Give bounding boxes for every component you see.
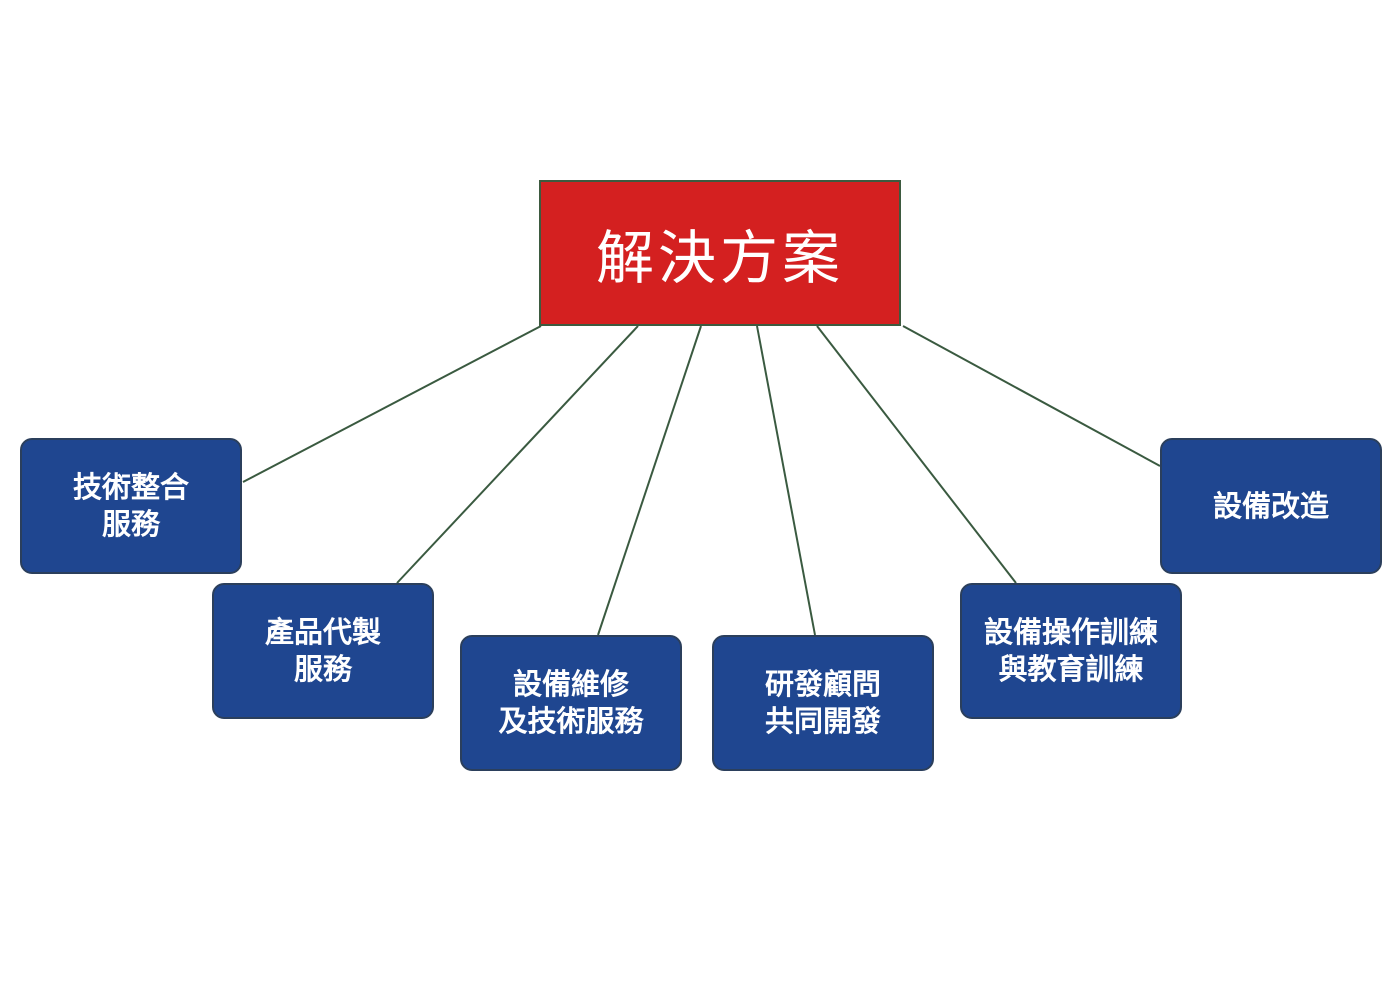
node-label-line-1: 設備改造 — [1212, 488, 1329, 523]
node-label-line-1: 設備操作訓練 — [983, 615, 1158, 649]
node-rd-consulting: 研發顧問 共同開發 — [712, 635, 934, 771]
node-label-line-2: 與教育訓練 — [998, 652, 1144, 686]
root-node: 解決方案 — [539, 180, 901, 326]
node-technical-integration-service: 技術整合 服務 — [20, 438, 242, 574]
connector-root-to-box-1 — [242, 325, 542, 483]
node-operation-training: 設備操作訓練 與教育訓練 — [960, 583, 1182, 719]
node-label-line-1: 設備維修 — [512, 667, 629, 701]
node-label-line-2: 服務 — [293, 652, 352, 686]
root-node-label: 解決方案 — [595, 224, 844, 292]
node-equipment-modification: 設備改造 — [1160, 438, 1382, 574]
connector-root-to-box-2 — [396, 325, 639, 584]
connector-root-to-box-6 — [902, 325, 1161, 467]
node-label-line-1: 技術整合 — [72, 470, 189, 504]
node-equipment-repair-service: 設備維修 及技術服務 — [460, 635, 682, 771]
connector-root-to-box-4 — [756, 325, 816, 636]
node-label-line-2: 服務 — [101, 507, 160, 541]
node-product-oem-service: 產品代製 服務 — [212, 583, 434, 719]
node-label-line-2: 共同開發 — [764, 704, 881, 738]
connector-root-to-box-3 — [597, 325, 702, 636]
node-label-line-1: 產品代製 — [264, 615, 381, 649]
connector-root-to-box-5 — [816, 325, 1017, 584]
node-label-line-1: 研發顧問 — [764, 667, 881, 701]
node-label-line-2: 及技術服務 — [498, 704, 644, 738]
